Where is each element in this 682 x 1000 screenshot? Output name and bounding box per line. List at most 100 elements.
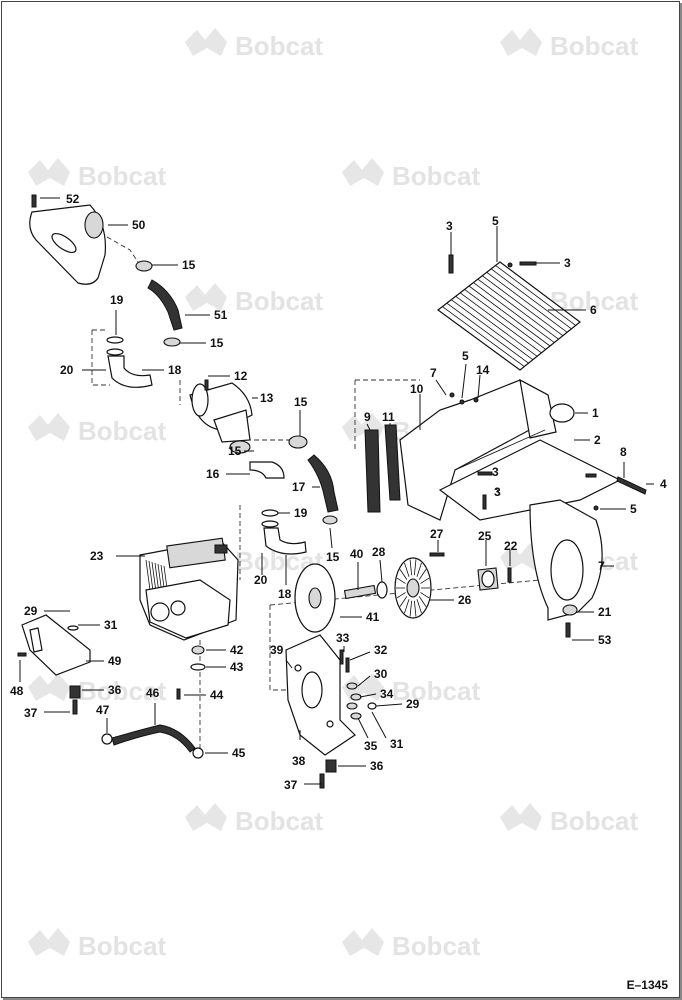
bobcat-watermark-text: Bobcat xyxy=(235,31,323,61)
callout-number: 29 xyxy=(406,697,420,711)
callout-number: 15 xyxy=(210,336,224,350)
callout-number: 22 xyxy=(504,539,518,553)
callout-number: 5 xyxy=(492,214,499,228)
bobcat-logo-icon xyxy=(500,803,542,831)
callout-number: 49 xyxy=(108,654,122,668)
bobcat-watermark: Bobcat xyxy=(500,28,638,61)
callout-number: 20 xyxy=(254,573,268,587)
bobcat-watermark-text: Bobcat xyxy=(392,931,480,961)
exhaust-flex-pipe xyxy=(135,260,183,347)
fan-shaft xyxy=(343,581,388,600)
bobcat-watermark: Bobcat xyxy=(342,158,480,191)
callout-number: 19 xyxy=(294,506,308,520)
callout-number: 15 xyxy=(182,258,196,272)
oil-fittings xyxy=(176,645,206,700)
callout-number: 31 xyxy=(390,737,404,751)
exhaust-elbow xyxy=(106,336,153,388)
foam-seals xyxy=(364,424,401,513)
plate-hardware xyxy=(339,649,377,720)
callout-number: 1 xyxy=(592,406,599,420)
callout-number: 40 xyxy=(350,547,364,561)
bobcat-watermark-text: Bobcat xyxy=(78,676,166,706)
callout-number: 27 xyxy=(430,527,444,541)
bobcat-watermark: Bobcat xyxy=(342,673,480,706)
callout-number: 45 xyxy=(232,746,246,760)
callout-number: 18 xyxy=(168,363,182,377)
callout-number: 12 xyxy=(234,369,248,383)
leader-lines xyxy=(19,197,654,785)
bobcat-watermark: Bobcat xyxy=(500,803,638,836)
blower-housing xyxy=(529,499,603,638)
callout-number: 34 xyxy=(380,687,394,701)
callout-number: 36 xyxy=(108,683,122,697)
callout-number: 36 xyxy=(370,759,384,773)
bobcat-watermark: Bobcat xyxy=(185,803,323,836)
bobcat-watermark-text: Bobcat xyxy=(78,416,166,446)
callout-number: 26 xyxy=(458,593,472,607)
bobcat-logo-icon xyxy=(185,803,227,831)
callout-number: 21 xyxy=(598,605,612,619)
bobcat-logo-icon xyxy=(28,673,70,701)
callout-number: 8 xyxy=(620,445,627,459)
callout-number: 42 xyxy=(230,643,244,657)
callout-number: 4 xyxy=(660,477,667,491)
callout-number: 53 xyxy=(598,633,612,647)
callout-number: 11 xyxy=(382,410,395,424)
fan-drive-plate xyxy=(285,563,356,789)
bobcat-watermark: Bobcat xyxy=(342,928,480,961)
callout-number: 35 xyxy=(364,739,378,753)
callout-number: 51 xyxy=(214,308,228,322)
callout-number: 3 xyxy=(494,485,501,499)
callout-number: 38 xyxy=(292,754,306,768)
callout-number: 28 xyxy=(372,545,386,559)
oil-cooler xyxy=(437,254,581,371)
bobcat-watermark-text: Bobcat xyxy=(392,676,480,706)
fan-shroud xyxy=(399,378,622,521)
fan-hub xyxy=(429,552,512,591)
bobcat-watermark: Bobcat xyxy=(28,928,166,961)
intake-hoses xyxy=(229,435,339,525)
callout-number: 15 xyxy=(326,550,340,564)
callout-number: 19 xyxy=(110,293,124,307)
callout-number: 7 xyxy=(430,366,437,380)
bobcat-watermark-text: Bobcat xyxy=(550,806,638,836)
callout-number: 20 xyxy=(60,363,74,377)
callout-number: 3 xyxy=(492,465,499,479)
bobcat-watermark-text: Bobcat xyxy=(78,161,166,191)
callout-number: 44 xyxy=(210,688,224,702)
callout-number: 43 xyxy=(230,660,244,674)
bobcat-logo-icon xyxy=(500,28,542,56)
engine-mount-left xyxy=(17,614,91,715)
bobcat-logo-icon xyxy=(342,928,384,956)
callout-number: 5 xyxy=(462,349,469,363)
callout-number: 9 xyxy=(364,410,371,424)
callout-number: 41 xyxy=(366,610,380,624)
cooling-fan xyxy=(394,557,432,619)
callout-number: 33 xyxy=(336,631,350,645)
bobcat-watermark-text: Bobcat xyxy=(235,806,323,836)
callout-number: 14 xyxy=(476,363,490,377)
callout-number: 46 xyxy=(146,686,160,700)
bobcat-watermark-text: Bobcat xyxy=(78,931,166,961)
callout-number: 37 xyxy=(24,706,38,720)
air-cleaner xyxy=(189,379,253,443)
callout-number: 5 xyxy=(630,502,637,516)
bobcat-watermark-text: Bobcat xyxy=(392,161,480,191)
callout-number: 48 xyxy=(10,684,24,698)
bobcat-watermark: Bobcat xyxy=(185,28,323,61)
bobcat-watermark: Bobcat xyxy=(185,283,323,316)
callout-number: 39 xyxy=(270,643,284,657)
callout-number: 7 xyxy=(598,559,605,573)
callout-number: 15 xyxy=(294,395,308,409)
callout-number: 16 xyxy=(206,467,220,481)
bobcat-logo-icon xyxy=(185,28,227,56)
bobcat-logo-icon xyxy=(28,413,70,441)
callout-number: 3 xyxy=(446,219,453,233)
callout-number: 31 xyxy=(104,618,118,632)
callout-number: 32 xyxy=(374,643,388,657)
callout-number: 30 xyxy=(374,667,388,681)
engine xyxy=(139,537,239,641)
